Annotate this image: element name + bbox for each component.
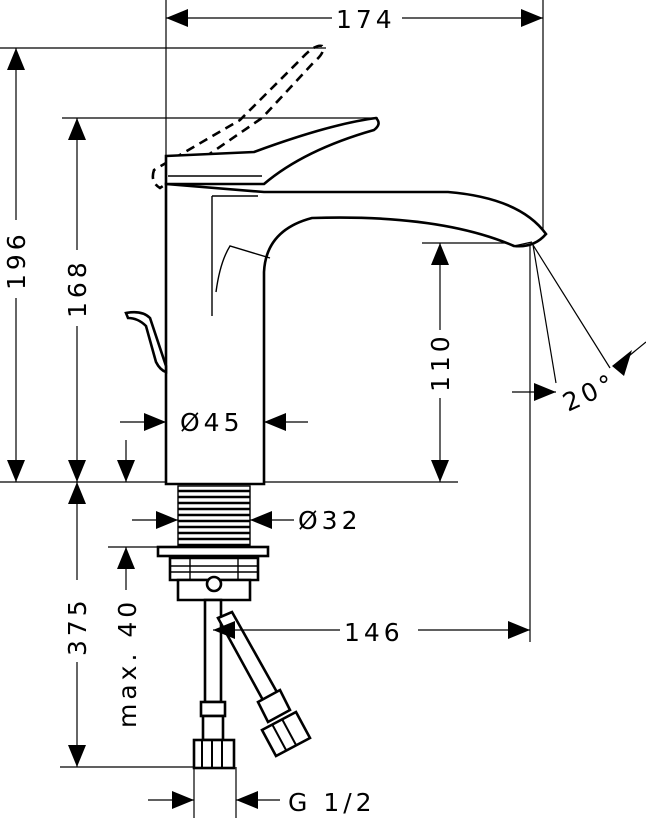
- dimension-lines: [7, 9, 646, 809]
- dim-angle: 20°: [558, 367, 621, 417]
- threaded-shank: [156, 485, 270, 602]
- dim-height-total: 196: [2, 230, 31, 290]
- faucet-body: [124, 44, 548, 486]
- dim-spout-clearance: 110: [426, 332, 455, 392]
- supply-hoses: [192, 598, 312, 770]
- dim-shank-diameter: Ø32: [298, 506, 362, 535]
- dim-height-spout-top: 168: [63, 258, 92, 318]
- dim-max-thickness: max. 40: [113, 598, 142, 728]
- dim-below-counter: 375: [63, 596, 92, 656]
- extension-lines: [0, 0, 611, 818]
- dim-width-top: 174: [336, 5, 396, 34]
- dim-projection: 146: [344, 618, 404, 647]
- dimension-labels: 174 196 168 110 20° Ø45 Ø32 375 max. 40 …: [2, 5, 622, 817]
- dim-body-diameter: Ø45: [180, 408, 244, 437]
- dim-connection: G 1/2: [288, 788, 376, 817]
